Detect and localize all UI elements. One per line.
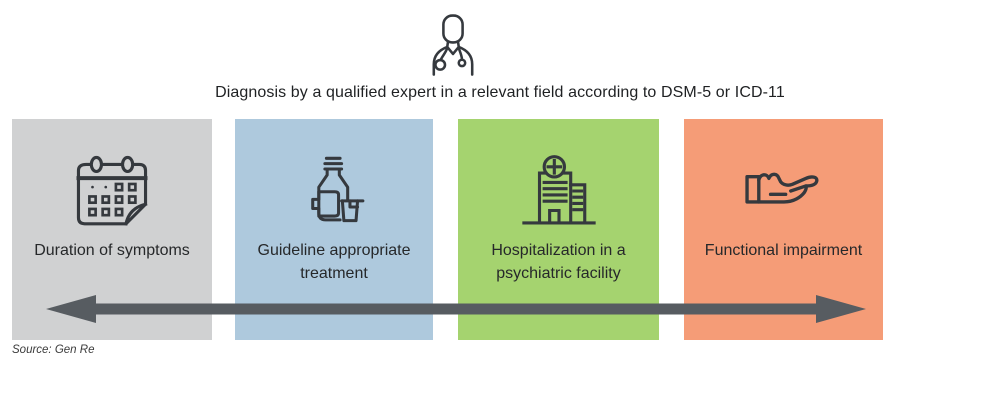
- hospital-icon: [517, 152, 601, 230]
- criterion-box-hospitalization: Hospitalization in a psychiatric facilit…: [458, 119, 659, 340]
- helping-hand-icon: [742, 152, 826, 230]
- criterion-label: Functional impairment: [704, 242, 863, 259]
- criterion-label: Guideline appropriate treatment: [257, 242, 411, 282]
- criterion-label: Hospitalization in a psychiatric facilit…: [491, 242, 626, 282]
- criterion-label: Duration of symptoms: [34, 242, 190, 259]
- doctor-icon: [432, 14, 474, 76]
- calendar-icon: [73, 152, 151, 230]
- criterion-box-impairment: Functional impairment: [684, 119, 883, 340]
- diagram-title: Diagnosis by a qualified expert in a rel…: [215, 84, 785, 101]
- criterion-box-treatment: Guideline appropriate treatment: [235, 119, 433, 340]
- arrow-shape: [46, 295, 866, 323]
- criterion-box-duration: Duration of symptoms: [12, 119, 212, 340]
- medicine-bottle-icon: [296, 152, 372, 230]
- double-headed-arrow: [46, 295, 866, 323]
- source-note: Source: Gen Re: [12, 344, 95, 356]
